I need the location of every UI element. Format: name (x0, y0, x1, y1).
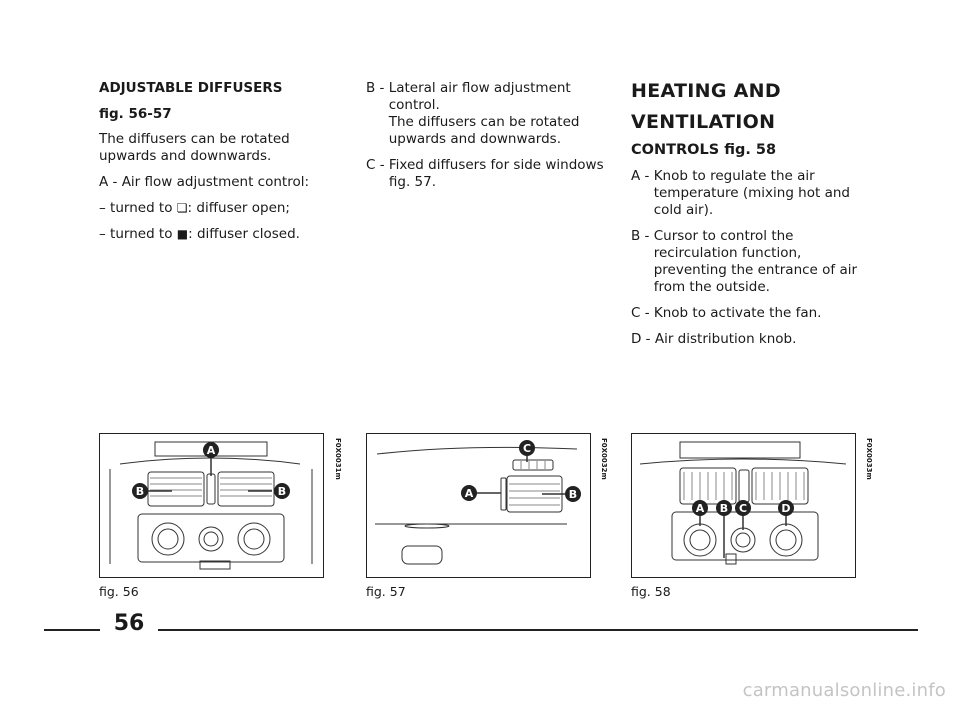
figure-57-code: F0X0032m (600, 438, 608, 480)
footer-rule-left (44, 629, 100, 631)
figure-58-illustration: A B C D (631, 433, 856, 578)
callout-a-marker (203, 442, 219, 458)
figure-58-code: F0X0033m (865, 438, 873, 480)
item-b-line2: control. (388, 97, 440, 113)
watermark: carmanualsonline.info (742, 680, 946, 701)
callout-b-marker (274, 483, 290, 499)
callout-c-label: C (523, 442, 531, 455)
dashboard-vents-drawing: A B B (109, 441, 313, 570)
open-square-icon: ❏ (176, 201, 188, 215)
diffuser-closed-line: – turned to ■: diffuser closed. (99, 226, 300, 242)
item-c-line2: fig. 57. (388, 174, 437, 190)
callout-b-marker (132, 483, 148, 499)
side-vent-drawing: C A B (375, 440, 581, 565)
figure-57-caption: fig. 57 (366, 584, 406, 599)
item-a-description: A - Air flow adjustment control: (99, 174, 310, 190)
item-c: C - Knob to activate the fan. (631, 305, 822, 321)
callout-b-label: B (136, 485, 144, 498)
climate-controls-drawing: A B C D (639, 441, 847, 565)
callout-a-label: A (465, 487, 474, 500)
callout-a-marker (692, 500, 708, 516)
figure-56-illustration: A B B (99, 433, 324, 578)
callout-c-marker (519, 440, 535, 456)
column-lateral-diffusers: B - Lateral air flow adjustment control.… (366, 80, 606, 200)
page-number: 56 (113, 611, 145, 636)
item-b: B - Cursor to control the recirculation … (631, 228, 858, 295)
item-a: A - Knob to regulate the air temperature… (631, 168, 850, 218)
filled-square-icon: ■ (176, 227, 189, 241)
diffusers-description: The diffusers can be rotated upwards and… (99, 131, 290, 164)
callout-a-label: A (207, 444, 216, 457)
section-title-line1: HEATING AND (631, 80, 781, 102)
callout-a-marker (461, 485, 477, 501)
item-c-line1: Fixed diffusers for side windows (388, 157, 604, 173)
item-b: B - Lateral air flow adjustment control.… (366, 80, 606, 148)
item-d: D - Air distribution knob. (631, 331, 797, 347)
figure-56-caption: fig. 56 (99, 584, 139, 599)
callout-b-marker (716, 500, 732, 516)
callout-d-label: D (781, 502, 790, 515)
diffuser-open-line: – turned to ❏: diffuser open; (99, 200, 290, 216)
callout-d-marker (778, 500, 794, 516)
section-fig-ref: fig. 56-57 (99, 106, 172, 122)
section-title: ADJUSTABLE DIFFUSERS (99, 80, 283, 96)
figure-58-caption: fig. 58 (631, 584, 671, 599)
callout-a-label: A (696, 502, 705, 515)
controls-subtitle: CONTROLS fig. 58 (631, 142, 777, 158)
callout-b-label: B (720, 502, 728, 515)
callout-b-label: B (569, 488, 577, 501)
column-heating-ventilation: HEATING AND VENTILATION CONTROLS fig. 58… (631, 80, 876, 357)
figure-57-illustration: C A B (366, 433, 591, 578)
item-b-line1: Lateral air flow adjustment (388, 80, 571, 96)
item-b-line3: The diffusers can be rotated upwards and… (388, 114, 580, 147)
item-key: B - (366, 80, 389, 96)
item-c: C - Fixed diffusers for side windows fig… (366, 157, 606, 191)
callout-b-label: B (278, 485, 286, 498)
section-title-line2: VENTILATION (631, 111, 776, 133)
column-adjustable-diffusers: ADJUSTABLE DIFFUSERS fig. 56-57 The diff… (99, 80, 329, 252)
callout-c-label: C (739, 502, 747, 515)
callout-c-marker (735, 500, 751, 516)
item-key: C - (366, 157, 389, 173)
figure-56-code: F0X0031m (334, 438, 342, 480)
callout-b-marker (565, 486, 581, 502)
footer-rule-right (158, 629, 918, 631)
